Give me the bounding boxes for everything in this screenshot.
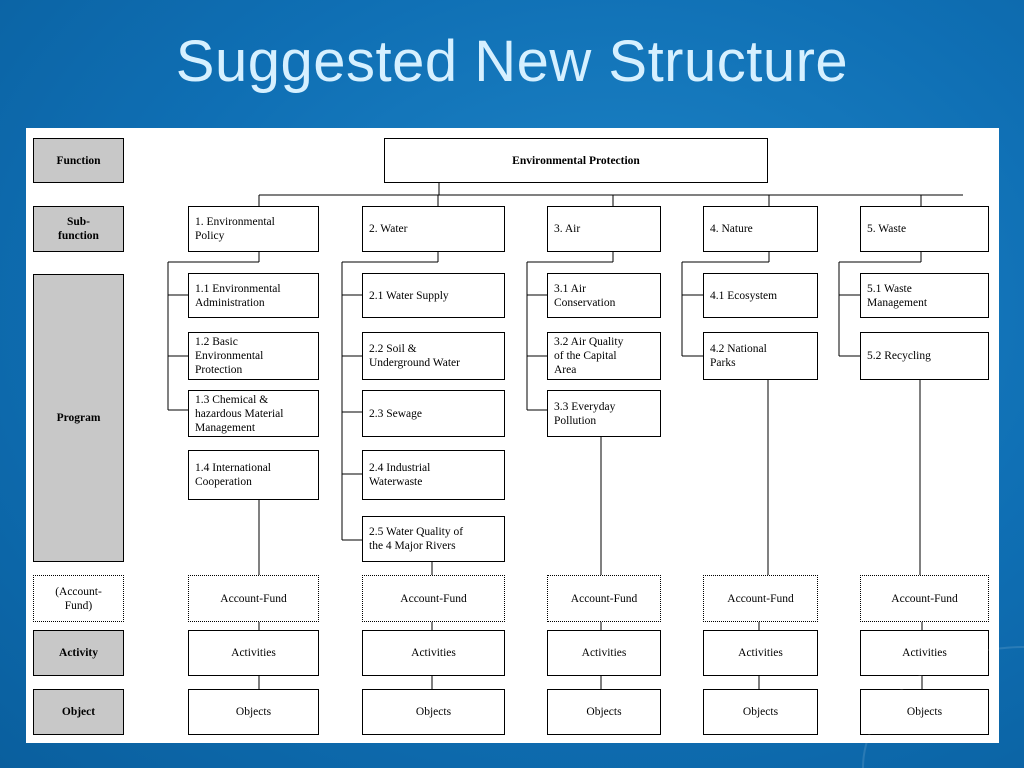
- account-fund-3: Account-Fund: [547, 575, 661, 622]
- slide-title: Suggested New Structure: [175, 29, 849, 94]
- level-account-fund: (Account- Fund): [33, 575, 124, 622]
- activities-4: Activities: [703, 630, 818, 676]
- level-subfunction: Sub- function: [33, 206, 124, 252]
- level-function: Function: [33, 138, 124, 183]
- subfunction-nature: 4. Nature: [703, 206, 818, 252]
- program-1-4: 1.4 International Cooperation: [188, 450, 319, 500]
- program-2-4: 2.4 Industrial Waterwaste: [362, 450, 505, 500]
- root-node: Environmental Protection: [384, 138, 768, 183]
- level-object: Object: [33, 689, 124, 735]
- program-2-5: 2.5 Water Quality of the 4 Major Rivers: [362, 516, 505, 562]
- level-activity: Activity: [33, 630, 124, 676]
- objects-3: Objects: [547, 689, 661, 735]
- subfunction-waste: 5. Waste: [860, 206, 989, 252]
- activities-2: Activities: [362, 630, 505, 676]
- program-1-3: 1.3 Chemical & hazardous Material Manage…: [188, 390, 319, 437]
- program-1-2: 1.2 Basic Environmental Protection: [188, 332, 319, 380]
- program-3-3: 3.3 Everyday Pollution: [547, 390, 661, 437]
- level-program: Program: [33, 274, 124, 562]
- program-2-1: 2.1 Water Supply: [362, 273, 505, 318]
- org-chart-panel: Function Sub- function Program (Account-…: [26, 128, 999, 743]
- account-fund-4: Account-Fund: [703, 575, 818, 622]
- subfunction-water: 2. Water: [362, 206, 505, 252]
- program-2-2: 2.2 Soil & Underground Water: [362, 332, 505, 380]
- account-fund-2: Account-Fund: [362, 575, 505, 622]
- objects-2: Objects: [362, 689, 505, 735]
- activities-1: Activities: [188, 630, 319, 676]
- program-5-1: 5.1 Waste Management: [860, 273, 989, 318]
- connector-lines: [167, 183, 963, 689]
- subfunction-air: 3. Air: [547, 206, 661, 252]
- program-3-1: 3.1 Air Conservation: [547, 273, 661, 318]
- program-1-1: 1.1 Environmental Administration: [188, 273, 319, 318]
- account-fund-1: Account-Fund: [188, 575, 319, 622]
- objects-1: Objects: [188, 689, 319, 735]
- program-4-2: 4.2 National Parks: [703, 332, 818, 380]
- program-4-1: 4.1 Ecosystem: [703, 273, 818, 318]
- activities-3: Activities: [547, 630, 661, 676]
- subfunction-environmental-policy: 1. Environmental Policy: [188, 206, 319, 252]
- program-5-2: 5.2 Recycling: [860, 332, 989, 380]
- objects-4: Objects: [703, 689, 818, 735]
- account-fund-5: Account-Fund: [860, 575, 989, 622]
- program-3-2: 3.2 Air Quality of the Capital Area: [547, 332, 661, 380]
- program-2-3: 2.3 Sewage: [362, 390, 505, 437]
